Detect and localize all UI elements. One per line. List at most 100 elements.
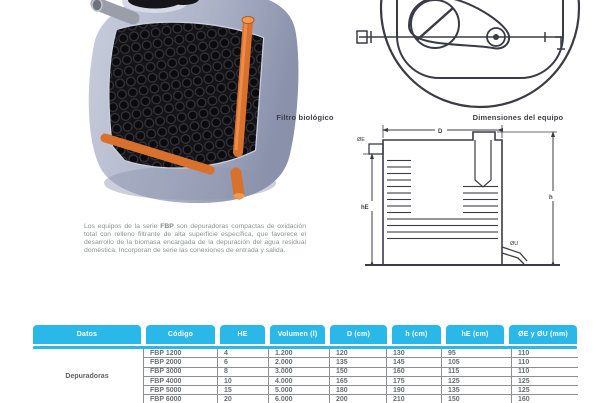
cell-d: 200	[329, 395, 386, 403]
outlet-stub-cap	[233, 193, 245, 199]
cell-h: 160	[386, 367, 441, 376]
cell-volumen: 6.000	[268, 395, 329, 403]
pipe-top-cap	[241, 15, 255, 25]
cell-he-cm: 95	[441, 349, 511, 358]
table-row: FBP 1200 4 1.200 120 130 95 110	[143, 349, 578, 359]
cell-he-cm: 135	[441, 386, 511, 395]
cell-d: 180	[329, 386, 386, 395]
cell-codigo: FBP 2000	[143, 358, 217, 367]
col-header-volumen: Volumen (l)	[270, 325, 325, 344]
tank-section-outline	[382, 131, 503, 265]
cell-diam: 110	[511, 349, 577, 358]
outlet-elbow	[555, 36, 562, 49]
dim-label-bg-he	[359, 201, 374, 211]
col-header-codigo: Código	[146, 325, 215, 344]
cell-d: 135	[329, 358, 386, 367]
cell-he: 20	[217, 395, 268, 403]
cell-h: 210	[386, 395, 441, 403]
cell-volumen: 4.000	[268, 376, 329, 386]
dim-label-d: D	[438, 129, 443, 135]
dim-label-ou: ØU	[510, 241, 518, 247]
cell-codigo: FBP 4000	[143, 376, 217, 386]
bottom-collector-pipe	[100, 133, 215, 175]
cell-he-cm: 150	[441, 395, 511, 403]
caption-dimensions: Dimensiones del equipo	[472, 113, 564, 122]
inlet-stub	[368, 143, 384, 155]
cell-he: 6	[217, 358, 268, 367]
cell-volumen: 3.000	[268, 367, 329, 376]
inlet-fitting	[356, 30, 368, 44]
cell-d: 120	[329, 349, 386, 358]
cell-volumen: 2.000	[268, 358, 329, 367]
cell-d: 165	[329, 376, 386, 386]
description-text-before: Los equipos de la serie	[84, 222, 161, 230]
manhole-slash	[416, 7, 454, 41]
cell-codigo: FBP 6000	[143, 395, 217, 403]
cell-he: 4	[217, 349, 268, 358]
side-view-drawing: D h hE ØE ØU	[357, 125, 560, 266]
table-row: FBP 5000 15 5.000 180 190 135 125	[143, 386, 578, 396]
cell-h: 130	[386, 349, 441, 358]
col-header-he: HE	[220, 325, 265, 344]
outlet-pipe	[501, 246, 528, 265]
col-header-datos: Datos	[33, 325, 141, 344]
dim-label-bg-h	[546, 191, 560, 201]
cell-codigo: FBP 5000	[143, 386, 217, 395]
cell-diam: 160	[511, 395, 577, 403]
tank-outline-circle	[379, 0, 581, 109]
vent-pipe-opening	[91, 0, 103, 12]
dim-label-h: h	[549, 195, 553, 201]
header-accent-bar	[33, 346, 577, 349]
manhole-circle	[410, 0, 460, 49]
product-code: FBP	[160, 222, 174, 230]
cell-codigo: FBP 1200	[143, 349, 217, 358]
cell-he: 8	[217, 367, 268, 376]
vent-pipe	[90, 0, 140, 25]
dim-label-bg-d	[435, 125, 447, 134]
table-row: FBP 3000 8 3.000 150 160 115 110	[143, 367, 578, 377]
inlet-shaft	[474, 140, 492, 188]
table-header-row: Datos Código HE Volumen (l) D (cm) h (cm…	[33, 325, 578, 344]
col-header-diam: ØE y ØU (mm)	[509, 325, 577, 344]
tank-3d-render	[88, 0, 299, 204]
col-header-he-cm: hE (cm)	[446, 325, 504, 344]
dim-label-oe: ØE	[357, 137, 365, 143]
cell-he: 10	[217, 376, 268, 386]
cell-d: 150	[329, 367, 386, 376]
cell-codigo: FBP 3000	[143, 367, 217, 376]
filter-media	[109, 22, 263, 168]
cell-he-cm: 115	[441, 367, 511, 376]
dim-label-he: hE	[361, 205, 369, 211]
tank-bottom-shade	[104, 166, 276, 200]
table-row: FBP 4000 10 4.000 165 175 125 125	[143, 376, 578, 387]
table-row: FBP 6000 20 6.000 200 210 150 160	[143, 395, 578, 403]
caption-3d-render: Filtro biológico	[276, 113, 334, 122]
cell-he: 15	[217, 386, 268, 395]
vertical-pipe	[233, 16, 253, 157]
cell-volumen: 1.200	[268, 349, 329, 358]
cell-h: 145	[386, 358, 441, 367]
outlet-stub-pipe	[230, 167, 245, 200]
manhole-opening	[128, 0, 182, 9]
cell-diam: 110	[511, 358, 577, 367]
row-group-label: Depuradoras	[65, 373, 109, 380]
cell-diam: 125	[511, 386, 577, 395]
col-header-d: D (cm)	[330, 325, 387, 344]
cell-h: 175	[386, 376, 441, 386]
media-hatch-bottom	[411, 216, 463, 243]
media-hatch-left	[387, 158, 411, 243]
secondary-opening	[167, 0, 199, 5]
cell-diam: 125	[511, 376, 577, 386]
media-hatch-right	[463, 183, 498, 243]
cell-diam: 110	[511, 367, 577, 376]
description-text-after: son depuradoras compactas de oxidación t…	[84, 222, 306, 254]
cell-he-cm: 105	[441, 358, 511, 367]
spec-table: Datos Código HE Volumen (l) D (cm) h (cm…	[33, 325, 578, 403]
lid-outline	[396, 0, 564, 79]
table-body: Depuradoras FBP 1200 4 1.200 120 130 95 …	[33, 349, 578, 403]
vertical-pipe-highlight	[234, 22, 248, 151]
product-description: Los equipos de la serie FBP son depurado…	[84, 223, 306, 255]
table-row: FBP 2000 6 2.000 135 145 105 110	[143, 358, 578, 368]
cell-he-cm: 125	[441, 376, 511, 386]
